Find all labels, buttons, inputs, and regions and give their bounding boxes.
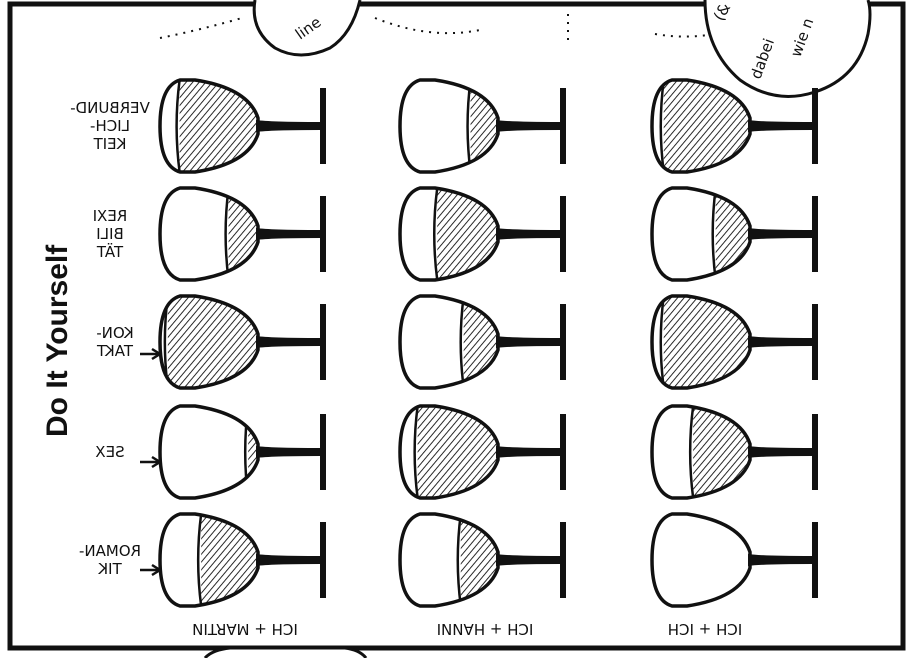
wine-fill xyxy=(167,296,258,388)
category-label-line: SEX xyxy=(95,443,124,461)
bubble-right-text-1: (& xyxy=(710,0,735,24)
glasses-grid xyxy=(158,78,818,608)
wine-glass xyxy=(158,294,326,390)
dotted-curve-left xyxy=(159,17,243,39)
wine-glass xyxy=(398,512,566,608)
category-label-line: REXI xyxy=(93,207,128,225)
pair-label: ICH + MARTIN xyxy=(192,620,298,638)
wine-fill xyxy=(201,514,258,606)
speech-bubble-right: (& dabei wie n xyxy=(703,0,872,98)
category-label: ROMAN-TIK xyxy=(79,542,163,578)
wine-glass xyxy=(650,404,818,500)
wine-glass xyxy=(158,512,326,608)
wine-glass xyxy=(158,404,326,500)
wine-glass xyxy=(398,186,566,282)
category-label-line: TIK xyxy=(97,560,123,578)
dotted-curve-mid xyxy=(374,17,481,35)
bottom-tab xyxy=(203,646,368,658)
wine-glass xyxy=(398,78,566,174)
category-label: KON-TAKT xyxy=(96,324,163,361)
pair-label: ICH + HANNI xyxy=(437,620,534,638)
category-label: VERBUND-LICH-KEIT xyxy=(70,99,150,153)
wine-fill xyxy=(417,406,498,498)
wine-glass xyxy=(650,294,818,390)
wine-glass xyxy=(158,78,326,174)
wine-glass xyxy=(650,512,818,608)
pair-label: ICH + ICH xyxy=(668,620,742,638)
wine-fill xyxy=(693,406,750,498)
category-label-line: KEIT xyxy=(93,135,127,153)
page-title: Do It Yourself xyxy=(41,244,74,437)
category-label-line: LICH- xyxy=(90,117,130,135)
category-label-line: ROMAN- xyxy=(79,542,141,560)
speech-bubble-left: line xyxy=(252,0,362,57)
category-label-line: BILI xyxy=(96,225,124,243)
wine-fill xyxy=(228,188,258,280)
category-label-line: VERBUND- xyxy=(70,99,150,117)
category-label-line: KON- xyxy=(96,324,133,342)
pair-labels: ICH + MARTIN ICH + HANNI ICH + ICH xyxy=(192,620,742,638)
wine-fill xyxy=(179,80,258,172)
wine-glass xyxy=(398,294,566,390)
page-frame xyxy=(7,1,906,651)
wine-glass xyxy=(158,186,326,282)
wine-fill xyxy=(663,296,750,388)
wine-fill xyxy=(248,406,258,498)
wine-glass xyxy=(398,404,566,500)
category-label-line: TAKT xyxy=(96,342,134,360)
category-label: SEX xyxy=(95,443,163,469)
wine-glass xyxy=(650,186,818,282)
category-label-line: TÄT xyxy=(96,242,124,261)
wine-fill xyxy=(437,188,498,280)
wine-fill xyxy=(663,80,750,172)
